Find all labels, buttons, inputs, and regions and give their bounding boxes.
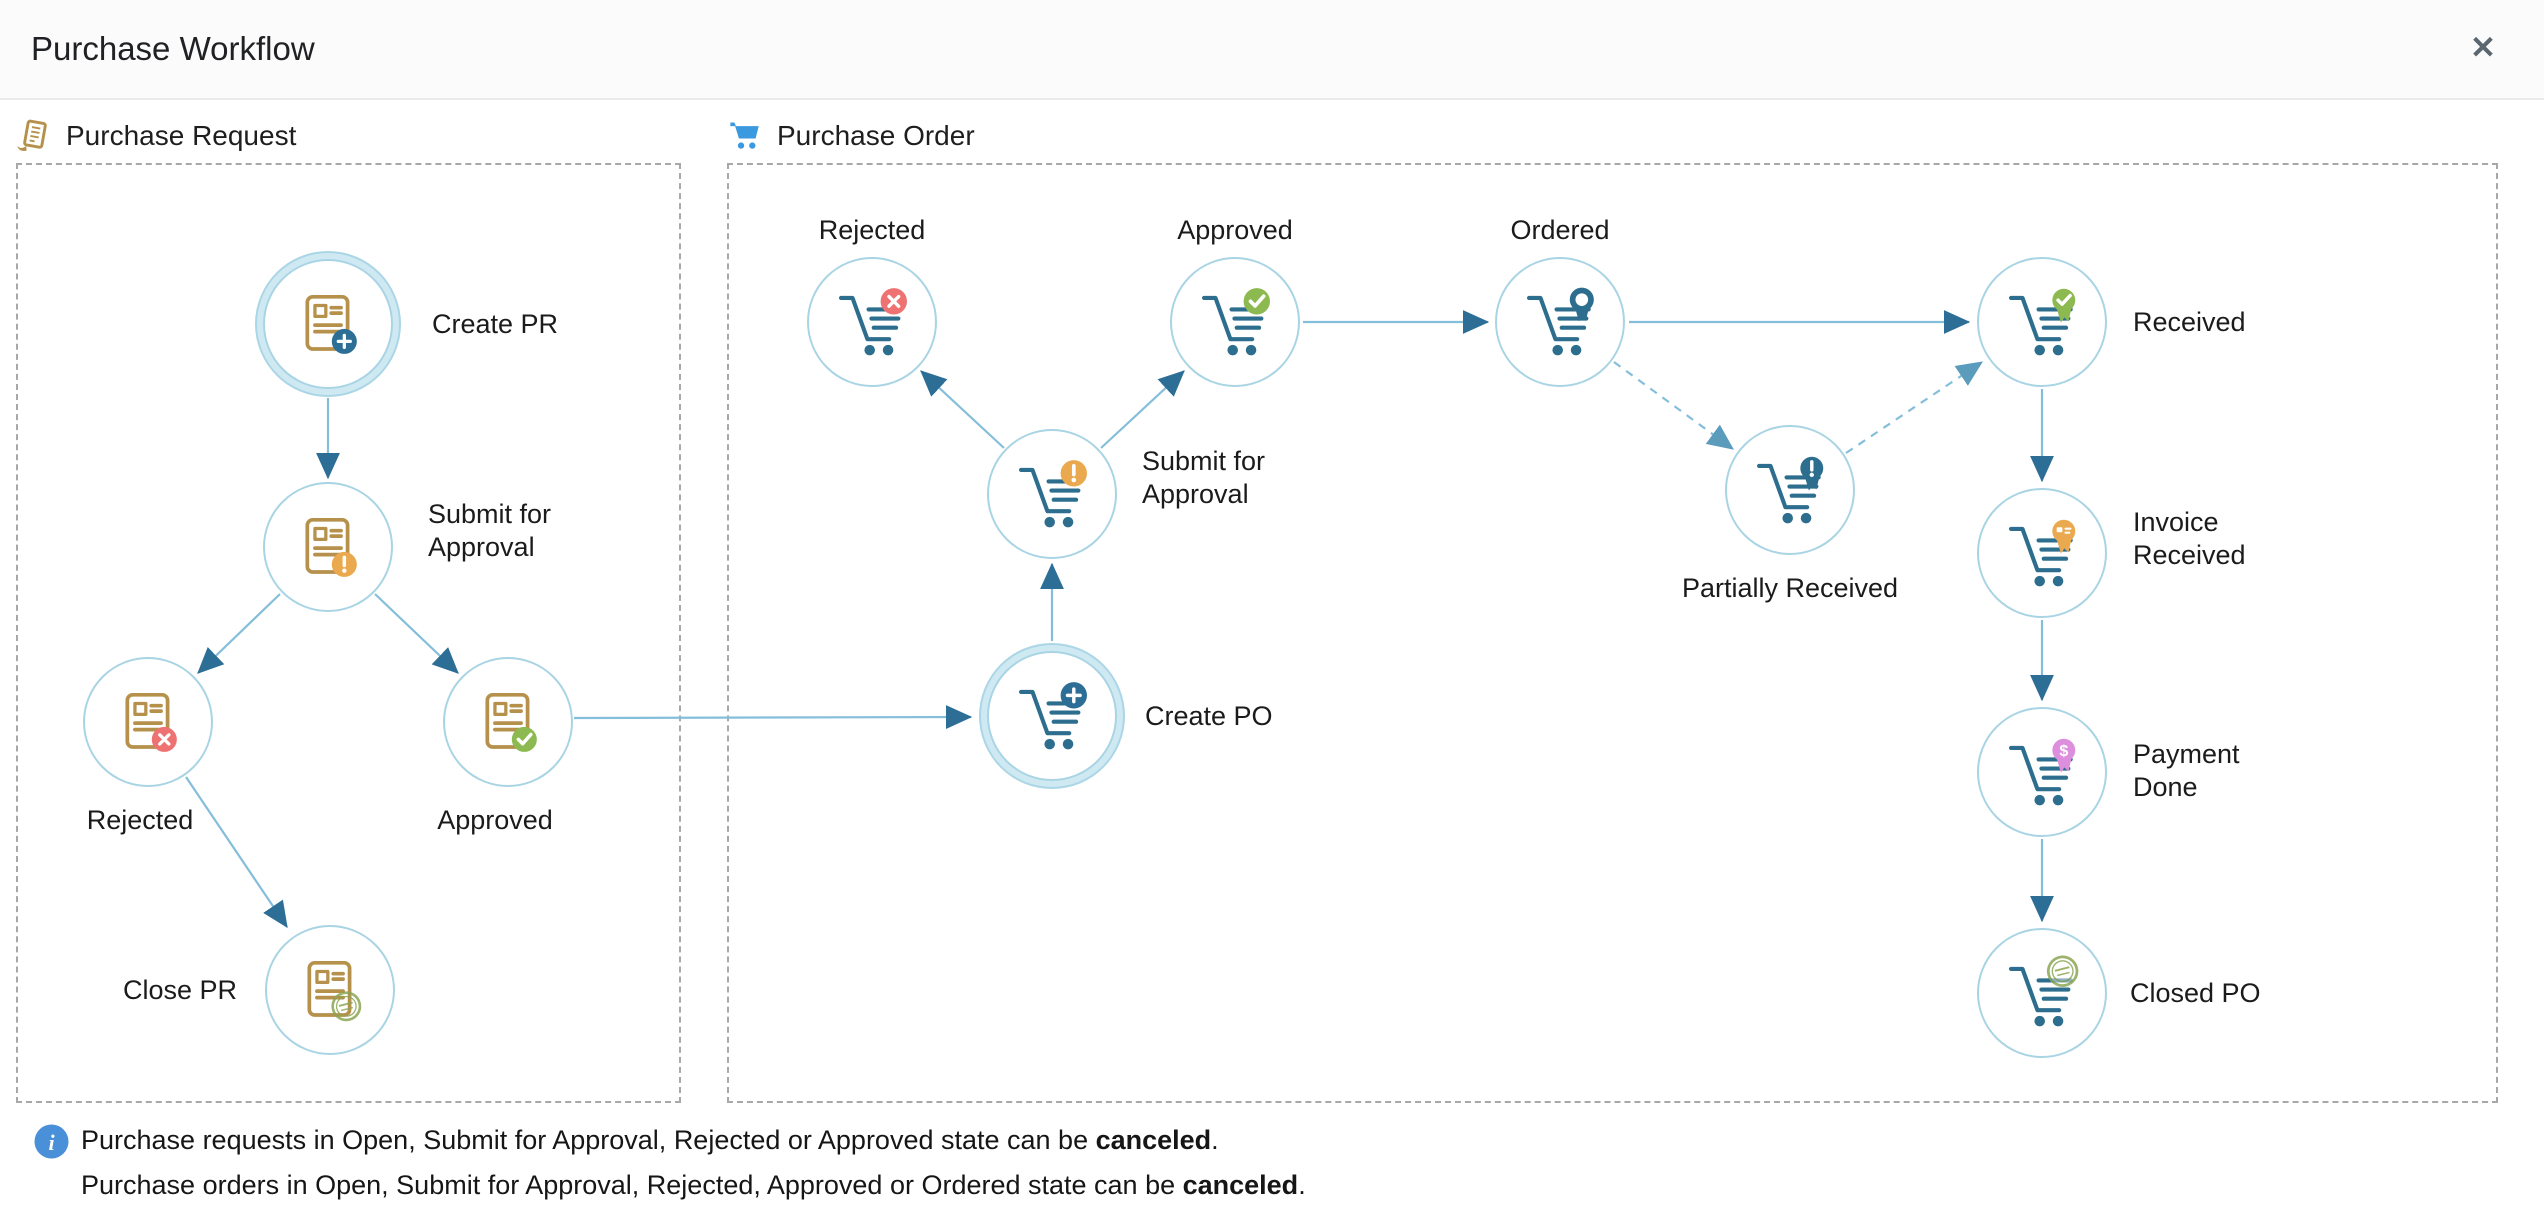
node-label-create-po: Create PO	[1145, 701, 1273, 731]
node-ordered-po[interactable]	[1495, 257, 1625, 387]
node-label-approved-pr: Approved	[437, 805, 553, 835]
cart-stamp-icon	[2008, 955, 2079, 1027]
node-label-payment-done: Payment Done	[2133, 739, 2240, 802]
note-line-1: Purchase requests in Open, Submit for Ap…	[81, 1125, 1219, 1155]
edge-submit-pr-to-approved-pr	[374, 593, 459, 674]
cart-icon	[730, 122, 759, 149]
node-closed-po[interactable]	[1977, 928, 2107, 1058]
purchase-order-section-box	[727, 163, 2498, 1103]
info-glyph: i	[48, 1130, 55, 1155]
node-submit-for-approval-po[interactable]	[987, 429, 1117, 559]
document-stamp-icon	[307, 960, 362, 1022]
cart-plus-icon	[1018, 682, 1087, 750]
cart-x-icon	[838, 288, 907, 356]
note-line-2: Purchase orders in Open, Submit for Appr…	[81, 1170, 1306, 1200]
node-label-ordered-po: Ordered	[1510, 215, 1610, 245]
info-icon: i	[34, 1124, 69, 1159]
page-title: Purchase Workflow	[31, 30, 315, 67]
cart-award-icon	[1526, 287, 1594, 356]
edge-submit-pr-to-rejected-pr	[197, 593, 281, 674]
footer-note: i Purchase requests in Open, Submit for …	[33, 1118, 1306, 1208]
node-label-closed-po: Closed PO	[2130, 978, 2261, 1008]
node-create-po[interactable]	[987, 651, 1117, 781]
edge-ordered-po-to-partially-received	[1613, 361, 1734, 450]
dialog-header: Purchase Workflow ✕	[0, 0, 2544, 100]
node-create-pr[interactable]	[263, 259, 393, 389]
cart-ribbon-dollar-icon: $	[2008, 738, 2076, 806]
receipt-icon	[17, 119, 47, 151]
edge-approved-pr-to-create-po	[573, 705, 973, 729]
node-close-pr[interactable]	[265, 925, 395, 1055]
node-label-submit-for-approval-pr: Submit for Approval	[428, 499, 552, 562]
section-title: Purchase Request	[66, 120, 297, 151]
node-label-received: Received	[2133, 307, 2246, 337]
node-rejected-pr[interactable]	[83, 657, 213, 787]
cart-ribbon-exclamation-icon	[1756, 456, 1824, 524]
cart-exclamation-icon	[1018, 460, 1087, 528]
node-label-invoice-received: Invoice Received	[2133, 507, 2246, 570]
document-exclamation-icon	[305, 517, 357, 577]
node-label-partially-received: Partially Received	[1681, 573, 1899, 603]
node-label-rejected-po: Rejected	[818, 215, 926, 245]
edge-partially-received-to-received	[1845, 361, 1983, 454]
document-check-icon	[485, 692, 537, 752]
edge-submit-po-to-approved-po	[1100, 370, 1185, 449]
section-header-purchase-request: Purchase Request	[16, 118, 296, 154]
cart-ribbon-invoice-icon	[2008, 519, 2076, 587]
purchase-request-section-box	[16, 163, 681, 1103]
node-invoice-received[interactable]	[1977, 488, 2107, 618]
node-submit-for-approval-pr[interactable]	[263, 482, 393, 612]
cart-check-icon	[1201, 288, 1270, 356]
node-label-create-pr: Create PR	[432, 309, 559, 339]
dollar-glyph: $	[2059, 742, 2068, 760]
node-label-submit-for-approval-po: Submit for Approval	[1142, 446, 1266, 509]
node-label-close-pr: Close PR	[122, 975, 237, 1005]
document-plus-icon	[305, 294, 357, 354]
node-label-approved-po: Approved	[1177, 215, 1293, 245]
document-x-icon	[125, 692, 177, 752]
node-label-rejected-pr: Rejected	[86, 805, 194, 835]
node-received[interactable]	[1977, 257, 2107, 387]
section-title: Purchase Order	[777, 120, 975, 151]
cart-ribbon-check-icon	[2008, 288, 2076, 356]
node-approved-pr[interactable]	[443, 657, 573, 787]
node-partially-received[interactable]	[1725, 425, 1855, 555]
edge-rejected-pr-to-close-pr	[185, 776, 288, 928]
node-approved-po[interactable]	[1170, 257, 1300, 387]
section-header-purchase-order: Purchase Order	[727, 118, 975, 154]
edge-submit-po-to-rejected-po	[920, 370, 1005, 449]
close-icon[interactable]: ✕	[2470, 30, 2496, 65]
node-rejected-po[interactable]	[807, 257, 937, 387]
node-payment-done[interactable]: $	[1977, 707, 2107, 837]
